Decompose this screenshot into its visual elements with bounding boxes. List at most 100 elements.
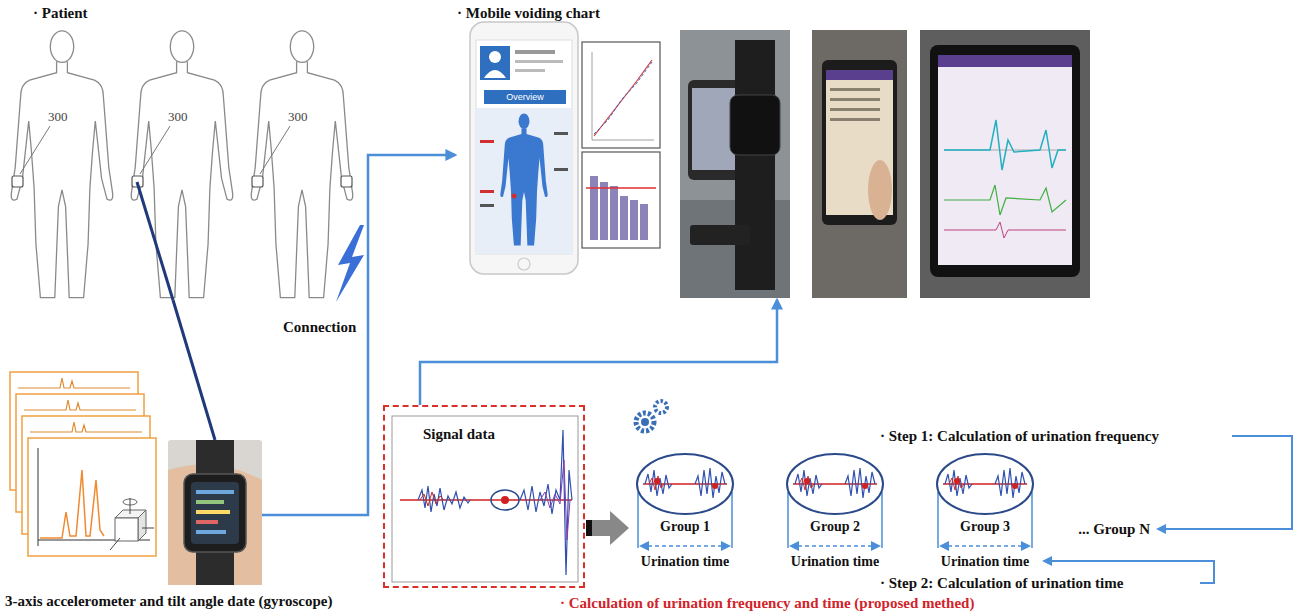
body-map [500,113,547,245]
overview-button [484,90,566,104]
signal-box: Signal data [383,405,585,588]
photo-phone [822,60,897,225]
button-label: Overview [484,91,566,103]
chart-threshold [586,187,656,189]
chart-axis [592,140,654,141]
group-signal [643,468,727,498]
ellipse-outline [785,452,885,516]
chart-bar [610,186,618,240]
signal-trace [520,430,572,575]
watch-photo: 3-axis accelerometer and tilt angle date… [168,440,262,585]
connector [420,300,777,405]
photo-phone [930,45,1080,277]
scatter-chart [582,42,660,148]
app-panel: · Mobile voiding chart [455,0,1095,300]
avatar-shoulders [484,70,506,78]
list-line [830,108,880,111]
leader-line [20,126,50,174]
gear-icon [636,413,654,431]
plot-trace [30,422,142,432]
plot-trace [24,400,136,410]
info-line [515,60,563,63]
photo-watch [730,95,780,155]
group-signal [793,468,877,498]
bar-chart [582,152,660,248]
info-line [515,69,545,72]
connector-label: Connection [280,318,359,336]
callout-number: 300 [288,108,308,126]
chart-line [594,60,652,136]
patient-figure [11,31,113,298]
group-ellipse: Group 2 [785,452,885,516]
dimension-arrow [641,545,729,547]
gyro-rotation [123,499,137,505]
dimension-label: Urination time [775,553,895,571]
dimension-line [731,492,733,548]
photo-phone-screen [938,55,1072,265]
screen-bar [196,520,218,524]
screen-bar [196,490,234,494]
plot-axis [38,448,39,546]
signal-trace [540,460,570,540]
gear-icon [655,401,667,413]
chart-axis [592,52,593,140]
chart-bar [590,176,598,240]
arrow-stub [586,520,592,536]
dimension-label: Urination time [925,553,1045,571]
body-mark [480,204,494,207]
photo-dongle [690,225,750,245]
photo-ground [680,30,790,298]
body-mark [554,168,568,171]
signal-trace [418,486,470,512]
chart-line [594,62,652,134]
wrist-watch [252,176,263,187]
info-line [515,50,555,54]
connector [262,155,455,515]
node-text: · Mobile voiding chart [457,4,600,22]
body-mark [480,190,494,193]
group-signal [943,468,1027,498]
plot-trace [944,120,1066,170]
group-label: ... Group N [1040,520,1150,538]
gyro-cube [115,518,138,541]
gear-icon [641,418,649,426]
step-leader [1158,436,1292,529]
list-line [830,98,880,101]
dimension-line [1031,492,1033,548]
photo-watch-band [735,40,775,290]
callout-number: 300 [48,108,68,126]
gyro-axis [130,498,131,514]
dimension-line [881,492,883,548]
plot-trace [944,222,1066,238]
plot-trace [944,185,1066,215]
photo-ground [920,30,1090,298]
dimension-line [787,492,789,548]
watch-screen [191,482,239,544]
process-arrow [592,511,629,545]
connector [173,300,215,440]
app-header [938,55,1072,67]
list-line [830,118,880,121]
group-ellipse: Group 3 [935,452,1035,516]
watch-photo-ground [168,440,262,585]
node-text: · Patient [33,4,88,22]
ellipse-outline [637,454,733,514]
body-panel [476,108,572,254]
body-dot [512,194,517,199]
ellipse-outline [935,452,1035,516]
watch-band [196,440,234,585]
photo-ground [812,30,907,298]
leader-line [140,126,170,174]
watch-body [184,474,246,552]
group-ellipse: Group 1 [635,452,735,516]
dimension-arrow [941,545,1029,547]
node-text: Group 2 [745,518,925,536]
finger [868,160,892,220]
ellipse-outline [787,454,883,514]
node-text: Group 1 [595,518,775,536]
app-header [826,70,893,80]
ellipse-outline [937,454,1033,514]
patient-figure [251,31,353,298]
